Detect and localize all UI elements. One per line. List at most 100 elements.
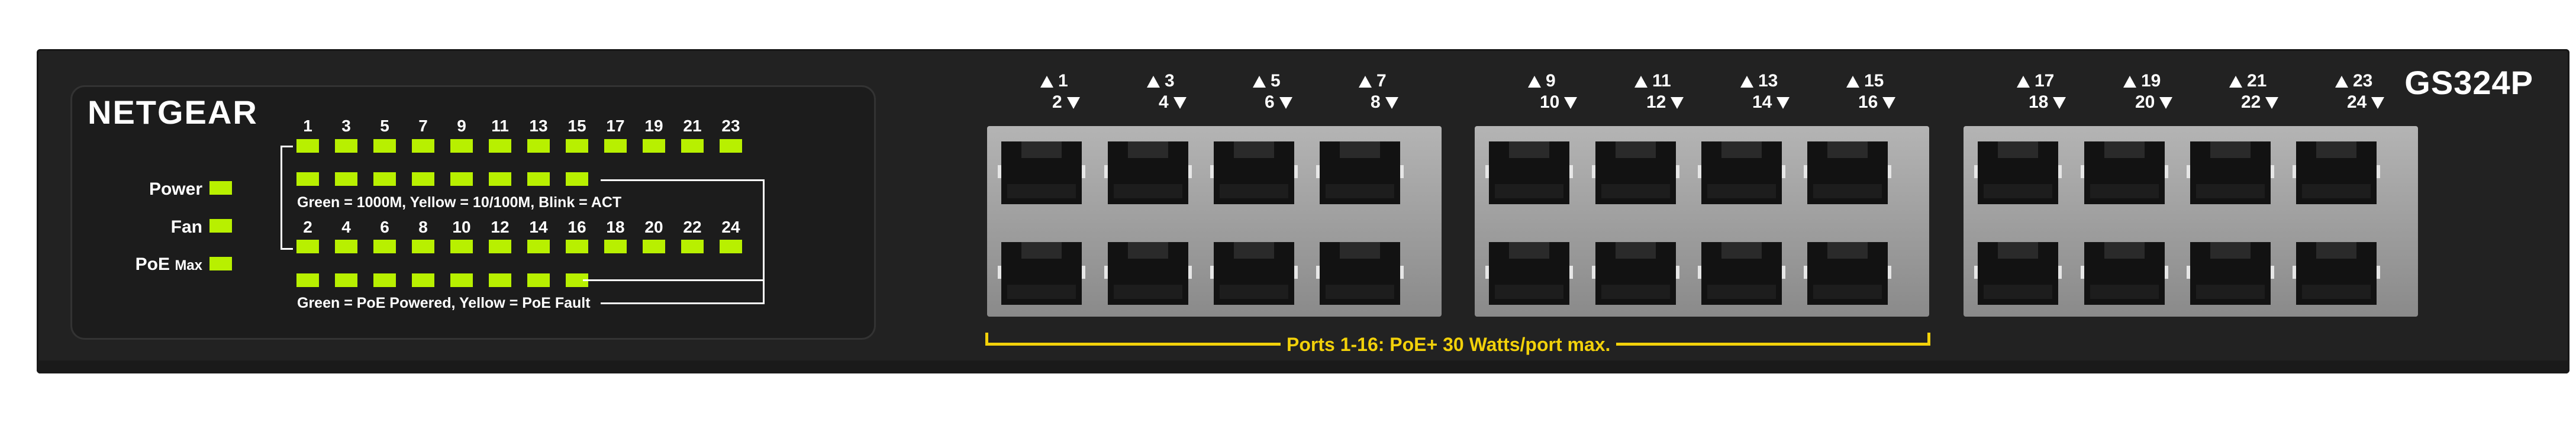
ethernet-port-19[interactable] (2076, 133, 2173, 209)
ethernet-port-1[interactable] (993, 133, 1090, 209)
poe-led-7 (412, 172, 434, 186)
link-led-15 (566, 139, 588, 153)
rj45-jack-icon (1320, 141, 1400, 204)
link-led-5 (373, 139, 396, 153)
rj45-jack-icon (1595, 141, 1676, 204)
port-number: 13 (1758, 71, 1778, 91)
port-label-10: 10 (1540, 94, 1578, 111)
port-label-18: 18 (2029, 94, 2066, 111)
link-led-6 (373, 240, 396, 253)
rj45-jack-icon (2084, 242, 2165, 305)
ethernet-port-23[interactable] (2288, 133, 2385, 209)
ethernet-port-10[interactable] (1481, 234, 1578, 310)
port-clip (1104, 266, 1108, 279)
led-number-20: 20 (644, 218, 663, 236)
port-label-4: 4 (1159, 94, 1187, 111)
port-label-6: 6 (1265, 94, 1292, 111)
fan-led (209, 219, 232, 233)
port-clip (1400, 165, 1404, 178)
port-label-1: 1 (1040, 72, 1068, 90)
port-clip (2058, 266, 2062, 279)
poe-led-5 (373, 172, 396, 186)
legend-wire-bottom (601, 302, 765, 306)
down-arrow-icon (1564, 97, 1578, 109)
link-led-9 (450, 139, 473, 153)
port-clip (1294, 165, 1298, 178)
port-label-11: 11 (1634, 72, 1671, 90)
ethernet-port-20[interactable] (2076, 234, 2173, 310)
ethernet-port-11[interactable] (1587, 133, 1684, 209)
link-led-17 (604, 139, 627, 153)
led-number-15: 15 (568, 117, 586, 135)
port-clip (1104, 165, 1108, 178)
port-number: 8 (1371, 92, 1381, 112)
down-arrow-icon (2265, 97, 2279, 109)
port-clip (2081, 165, 2084, 178)
ethernet-port-15[interactable] (1799, 133, 1896, 209)
link-led-22 (681, 240, 704, 253)
down-arrow-icon (2371, 97, 2385, 109)
port-clip (1188, 165, 1192, 178)
port-clip (2081, 266, 2084, 279)
port-number: 6 (1265, 92, 1275, 112)
status-panel (70, 85, 876, 340)
ethernet-port-16[interactable] (1799, 234, 1896, 310)
port-clip (2058, 165, 2062, 178)
port-number: 23 (2353, 71, 2373, 91)
rj45-jack-icon (1108, 242, 1188, 305)
port-clip (1698, 266, 1701, 279)
led-number-24: 24 (721, 218, 740, 236)
led-number-13: 13 (529, 117, 548, 135)
power-led (209, 181, 232, 195)
ethernet-port-21[interactable] (2182, 133, 2279, 209)
ethernet-port-22[interactable] (2182, 234, 2279, 310)
link-led-3 (335, 139, 357, 153)
model-name: GS324P (2404, 64, 2533, 101)
ethernet-port-6[interactable] (1205, 234, 1302, 310)
ethernet-port-18[interactable] (1969, 234, 2066, 310)
rj45-jack-icon (2084, 141, 2165, 204)
led-number-9: 9 (457, 117, 466, 135)
poe-led-2 (296, 273, 319, 287)
port-label-9: 9 (1528, 72, 1556, 90)
poe-led-11 (489, 172, 511, 186)
ethernet-port-17[interactable] (1969, 133, 2066, 209)
port-number: 24 (2347, 92, 2367, 112)
ethernet-port-5[interactable] (1205, 133, 1302, 209)
ethernet-port-9[interactable] (1481, 133, 1578, 209)
up-arrow-icon (1634, 76, 1648, 88)
ethernet-port-3[interactable] (1100, 133, 1197, 209)
poe-led-9 (450, 172, 473, 186)
link-led-18 (604, 240, 627, 253)
port-number: 19 (2141, 71, 2161, 91)
port-clip (1974, 165, 1978, 178)
up-arrow-icon (1359, 76, 1372, 88)
down-arrow-icon (1279, 97, 1292, 109)
ethernet-port-7[interactable] (1311, 133, 1408, 209)
link-led-23 (720, 139, 742, 153)
ethernet-port-2[interactable] (993, 234, 1090, 310)
link-led-4 (335, 240, 357, 253)
up-arrow-icon (1147, 76, 1160, 88)
led-number-5: 5 (380, 117, 389, 135)
port-clip (1782, 165, 1785, 178)
led-number-21: 21 (683, 117, 702, 135)
up-arrow-icon (1740, 76, 1753, 88)
legend-wire-mid (583, 279, 765, 283)
ethernet-port-13[interactable] (1693, 133, 1790, 209)
port-label-16: 16 (1858, 94, 1896, 111)
down-arrow-icon (1882, 97, 1896, 109)
rj45-jack-icon (1978, 141, 2058, 204)
rj45-jack-icon (1214, 242, 1294, 305)
ethernet-port-8[interactable] (1311, 234, 1408, 310)
ethernet-port-4[interactable] (1100, 234, 1197, 310)
port-clip (1592, 165, 1595, 178)
port-label-14: 14 (1752, 94, 1790, 111)
ethernet-port-24[interactable] (2288, 234, 2385, 310)
port-label-3: 3 (1147, 72, 1175, 90)
rj45-jack-icon (1701, 141, 1782, 204)
link-led-16 (566, 240, 588, 253)
ethernet-port-12[interactable] (1587, 234, 1684, 310)
ethernet-port-14[interactable] (1693, 234, 1790, 310)
led-number-4: 4 (341, 218, 351, 236)
